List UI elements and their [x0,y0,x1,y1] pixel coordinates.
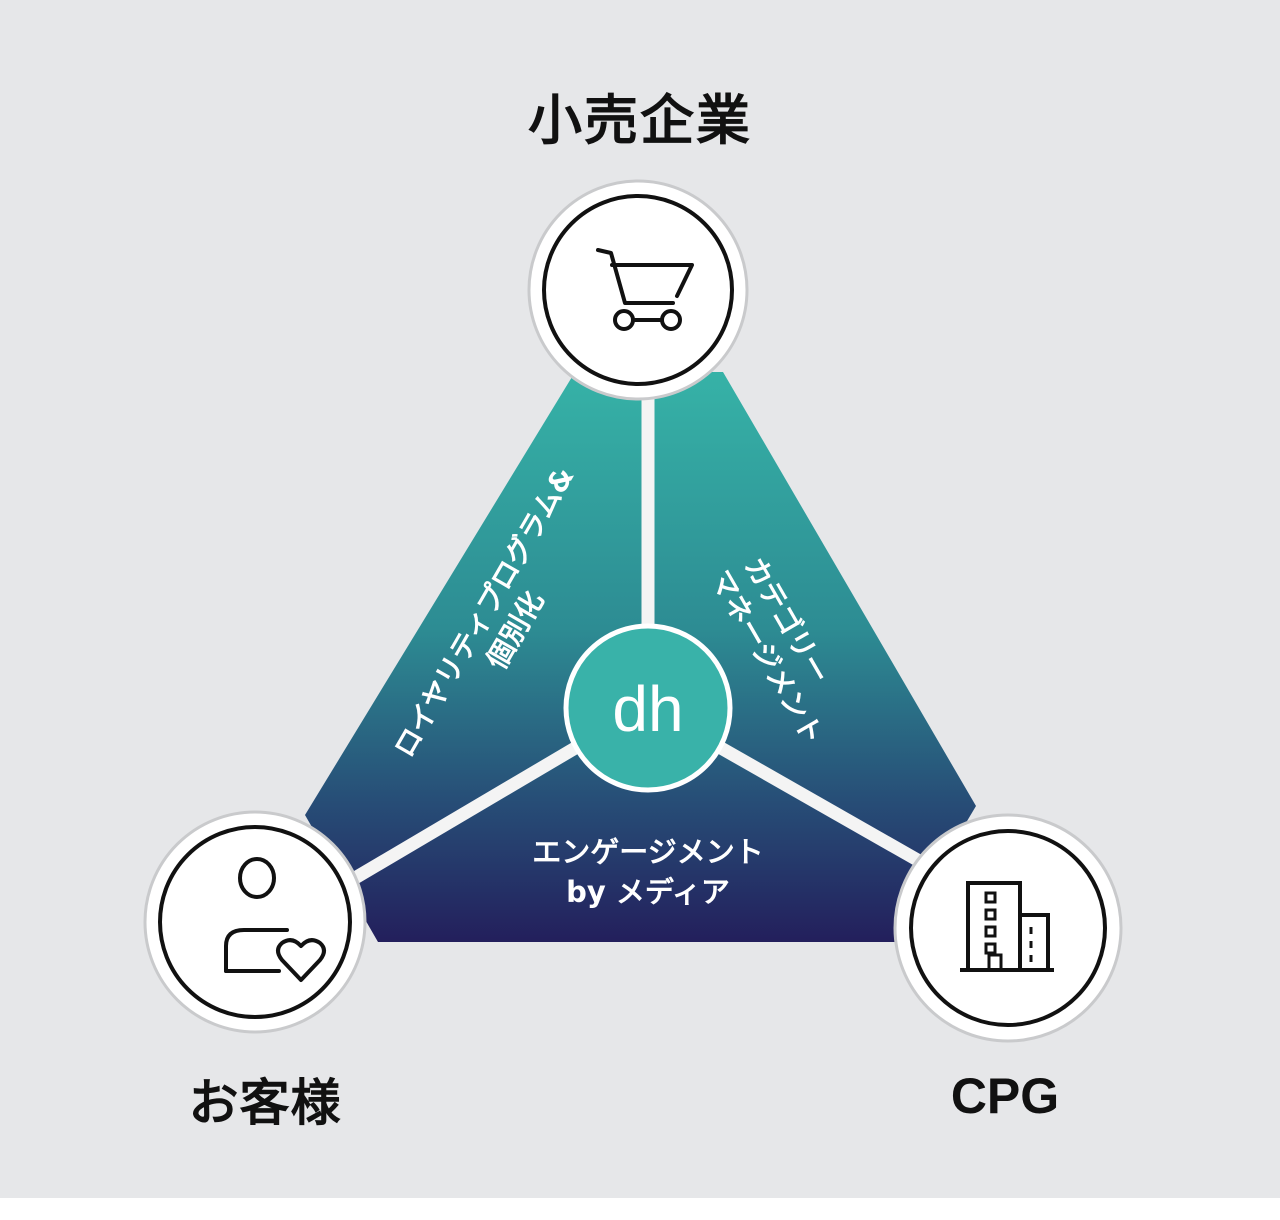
retail-title: 小売企業 [528,89,752,152]
office-building-icon [960,881,1054,972]
person-heart-icon [224,857,326,982]
center-hub: dh [563,623,733,793]
spoke-customer [351,738,586,884]
node-cpg [893,813,1123,1043]
segment-engagement: エンゲージメント by メディア [532,835,763,909]
spokes [351,395,932,884]
cpg-title: CPG [950,1068,1060,1124]
engagement-label-line2: by メディア [566,875,730,909]
shopping-cart-icon [596,248,694,331]
center-label: dh [612,673,683,745]
engagement-label-line1: エンゲージメント [532,835,763,869]
customer-title: お客様 [188,1074,342,1132]
spoke-cpg [710,738,932,872]
node-customer [143,810,367,1034]
node-retail [527,179,749,401]
